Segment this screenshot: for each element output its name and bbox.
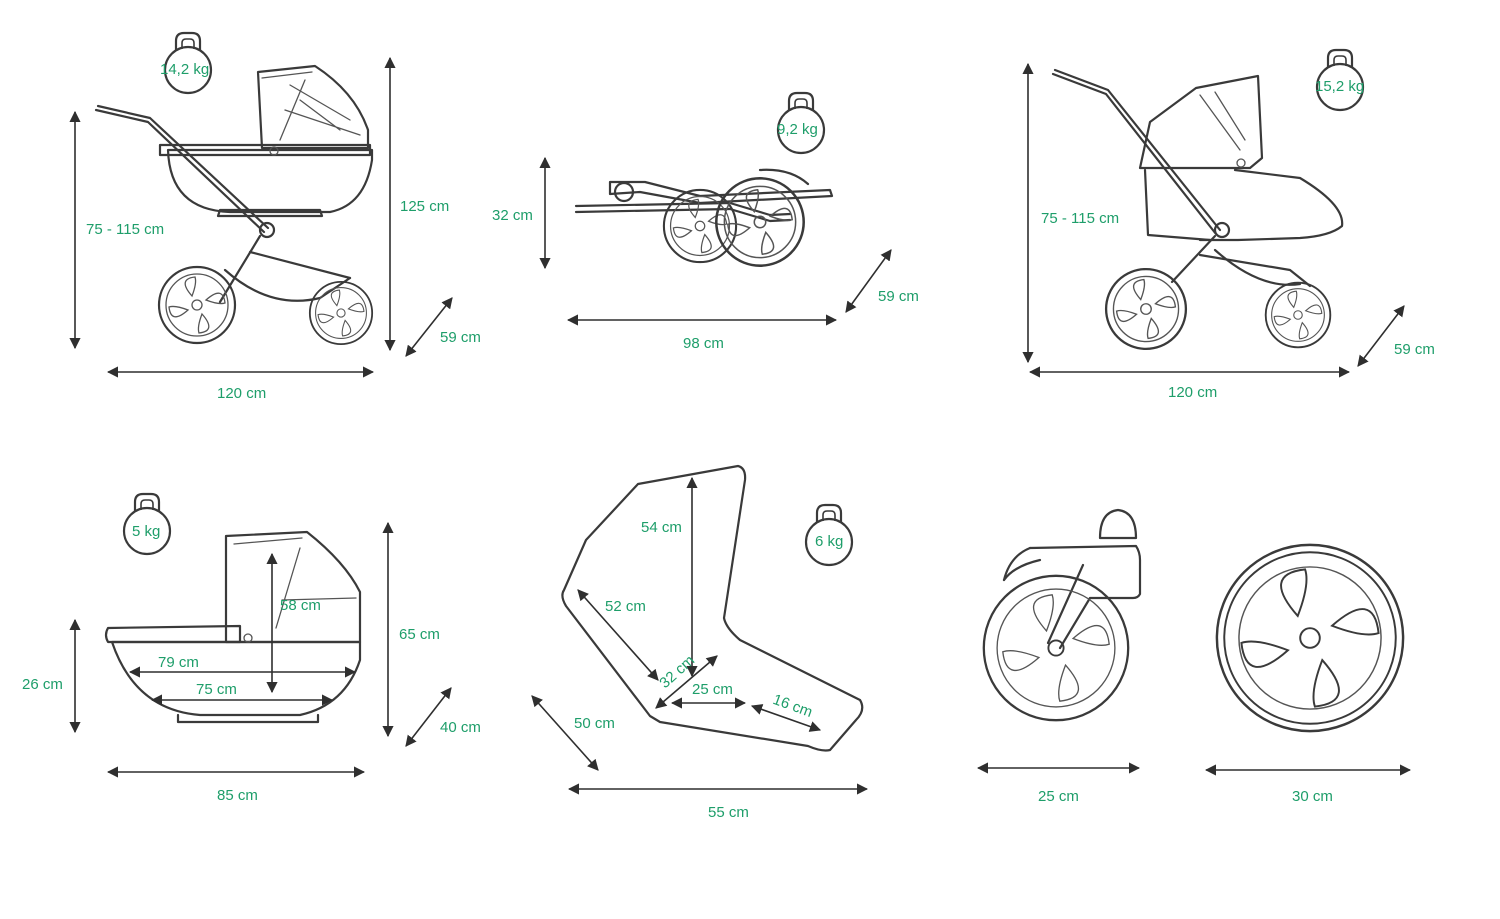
seat-length-label: 25 cm (692, 681, 733, 698)
carrycot-inner-height-label: 58 cm (280, 597, 321, 614)
stroller-weight-label: 15,2 kg (1315, 78, 1365, 95)
wheels-drawing (976, 508, 1412, 776)
pram-weight-label: 14,2 kg (160, 61, 210, 78)
seat-width-label: 50 cm (574, 715, 615, 732)
folded-weight-label: 9,2 kg (777, 121, 818, 138)
folded-depth-label: 59 cm (878, 288, 919, 305)
carrycot-total-height-label: 65 cm (399, 626, 440, 643)
seat-back-height-label: 54 cm (641, 519, 682, 536)
pram-length-label: 120 cm (217, 385, 267, 402)
carrycot-inner-length-label: 75 cm (196, 681, 237, 698)
stroller-length-label: 120 cm (1168, 384, 1218, 401)
seat-total-length-label: 55 cm (708, 804, 749, 821)
stroller-depth-label: 59 cm (1394, 341, 1435, 358)
seat-weight-label: 6 kg (815, 533, 844, 550)
folded-height-label: 32 cm (492, 207, 533, 224)
seat-drawing (531, 464, 869, 795)
pram-depth-label: 59 cm (440, 329, 481, 346)
stroller-full-drawing (1022, 48, 1405, 378)
rear-wheel-diameter-label: 30 cm (1292, 788, 1333, 805)
stroller-handle-height-label: 75 - 115 cm (1041, 210, 1120, 227)
folded-drawing (539, 91, 892, 326)
pram-total-height-label: 125 cm (400, 198, 450, 215)
front-wheel-diameter-label: 25 cm (1038, 788, 1079, 805)
carrycot-weight-label: 5 kg (132, 523, 161, 540)
seat-back-length-label: 52 cm (605, 598, 646, 615)
carrycot-total-length-label: 85 cm (217, 787, 258, 804)
pram-handle-height-label: 75 - 115 cm (86, 221, 165, 238)
carrycot-width-label: 40 cm (440, 719, 481, 736)
folded-length-label: 98 cm (683, 335, 724, 352)
pram-full-drawing (69, 31, 453, 378)
carrycot-side-height-label: 26 cm (22, 676, 63, 693)
carrycot-drawing (69, 492, 452, 778)
carrycot-top-length-label: 79 cm (158, 654, 199, 671)
